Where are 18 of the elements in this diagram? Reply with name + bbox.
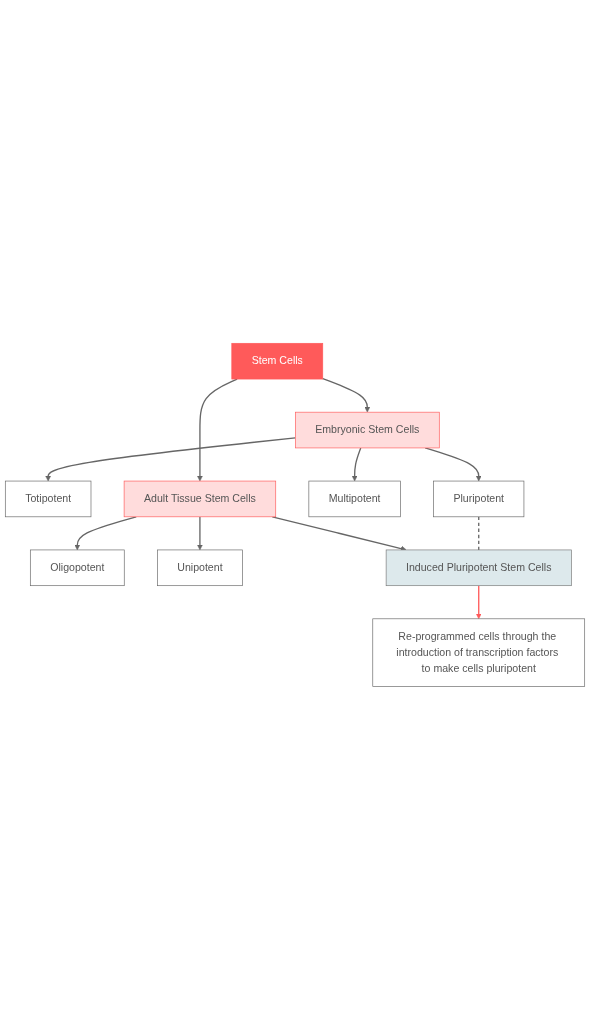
node-box: Adult Tissue Stem Cells (123, 480, 277, 517)
connector (478, 515, 480, 551)
arrow (475, 584, 482, 619)
node-box: Totipotent (4, 480, 92, 517)
arrow (351, 446, 362, 481)
node-box: Stem Cells (231, 342, 324, 380)
node-box: Embryonic Stem Cells (295, 411, 440, 448)
node-box: Multipotent (308, 480, 401, 517)
node-box: Pluripotent (433, 480, 525, 517)
node-box: Unipotent (157, 549, 243, 586)
node-box: Re-programmed cells through the introduction of transcription factors to make cells pluripotent (372, 618, 586, 687)
arrow (45, 436, 296, 481)
arrow (197, 515, 203, 550)
node-box: Induced Pluripotent Stem Cells (385, 549, 572, 586)
node-box: Oligopotent (30, 549, 125, 586)
arrow (322, 377, 371, 413)
arrow (197, 378, 238, 481)
arrow (74, 515, 137, 550)
